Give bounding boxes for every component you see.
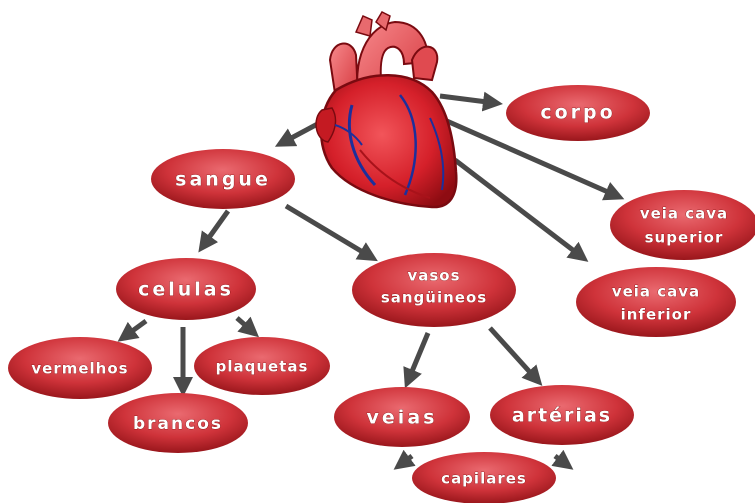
node-arterias: artérias <box>490 385 634 445</box>
node-corpo-label: corpo <box>540 102 615 124</box>
arrow-heart-to-corpo <box>440 96 495 103</box>
node-plaquetas: plaquetas <box>194 337 330 395</box>
node-celulas: celulas <box>116 258 256 320</box>
arrow-sangue-to-celulas <box>203 211 228 246</box>
node-vasos-sanguineos: vasos sangüineos <box>352 253 516 327</box>
node-sangue: sangue <box>151 149 295 209</box>
node-celulas-label: celulas <box>138 279 234 301</box>
node-corpo: corpo <box>506 85 650 141</box>
node-veia-cava-inferior: veia cava inferior <box>576 267 736 337</box>
arrow-vasos-to-veias <box>408 333 428 381</box>
node-brancos: brancos <box>108 393 248 453</box>
heart-body <box>321 75 456 207</box>
heart-icon <box>316 12 456 207</box>
arrow-vasos-to-arterias <box>490 328 537 380</box>
node-capilares: capilares <box>412 452 556 503</box>
node-veia-cava-inferior-line1: veia cava <box>612 283 700 301</box>
arrow-to-capilares-left <box>400 456 412 465</box>
node-arterias-label: artérias <box>512 405 612 427</box>
node-veias-label: veias <box>367 407 438 429</box>
node-capilares-label: capilares <box>441 470 527 488</box>
node-veias: veias <box>334 387 470 447</box>
node-veia-cava-superior: veia cava superior <box>610 190 755 260</box>
node-veia-cava-superior-line2: superior <box>645 229 724 247</box>
node-vermelhos: vermelhos <box>8 337 152 399</box>
arrow-celulas-to-plaquetas <box>237 318 253 332</box>
node-vasos-sanguineos-line1: vasos <box>407 267 460 285</box>
arrow-sangue-to-vasos <box>286 206 371 257</box>
node-vermelhos-label: vermelhos <box>31 360 128 378</box>
node-veia-cava-superior-line1: veia cava <box>640 205 728 223</box>
arrow-to-capilares-right <box>555 456 567 465</box>
node-vasos-sanguineos-line2: sangüineos <box>381 289 487 307</box>
arrow-celulas-to-vermelhos <box>124 321 146 337</box>
heart-vessel-right <box>412 47 437 80</box>
node-sangue-label: sangue <box>175 169 271 191</box>
node-brancos-label: brancos <box>133 414 223 434</box>
node-plaquetas-label: plaquetas <box>216 358 309 376</box>
node-veia-cava-inferior-line2: inferior <box>621 306 692 324</box>
